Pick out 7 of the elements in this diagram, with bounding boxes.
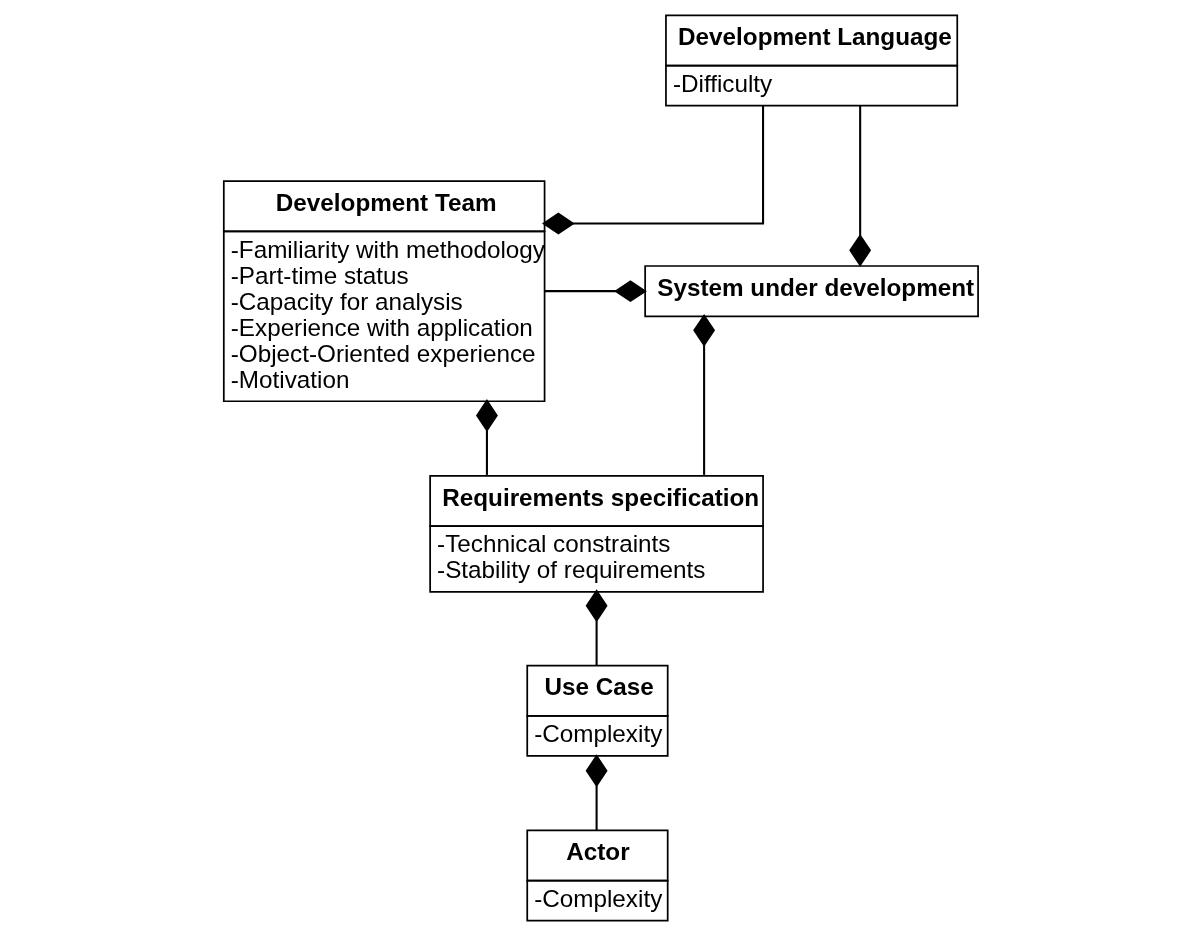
connector: [585, 589, 608, 666]
connector: [544, 280, 647, 303]
connector: [849, 105, 872, 267]
connector: [541, 105, 765, 235]
connector: [585, 754, 608, 831]
connector: [475, 399, 498, 475]
connector: [693, 313, 716, 475]
